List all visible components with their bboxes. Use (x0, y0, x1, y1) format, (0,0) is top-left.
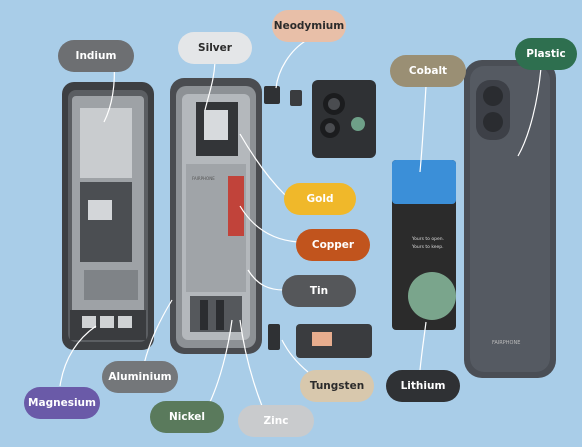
display-chassis (62, 82, 154, 350)
line-zinc (239, 319, 263, 407)
battery (392, 160, 456, 330)
label-cobalt: Cobalt (390, 55, 466, 87)
label-copper: Copper (296, 229, 370, 261)
bottom-module (268, 324, 372, 358)
line-tin (247, 269, 285, 291)
line-magnesium (59, 325, 97, 387)
label-tungsten: Tungsten (300, 370, 374, 402)
back-brand-text: FAIRPHONE (492, 340, 520, 346)
housing-brand-text: FAIRPHONE (192, 176, 215, 181)
line-aluminium (143, 299, 173, 365)
line-copper (239, 205, 299, 243)
label-gold: Gold (284, 183, 356, 215)
line-lithium (419, 321, 427, 371)
line-neodymium (275, 39, 308, 89)
leader-lines (59, 39, 542, 407)
line-silver (204, 61, 216, 111)
line-tungsten (281, 339, 309, 373)
label-neodymium: Neodymium (272, 10, 346, 42)
label-aluminium: Aluminium (102, 361, 178, 393)
label-lithium: Lithium (386, 370, 460, 402)
battery-text-top: Yours to open. (411, 236, 444, 242)
line-plastic (517, 67, 542, 157)
label-tin: Tin (282, 275, 356, 307)
label-nickel: Nickel (150, 401, 224, 433)
label-plastic: Plastic (515, 38, 577, 70)
camera-module (264, 80, 376, 158)
label-silver: Silver (178, 32, 252, 64)
label-magnesium: Magnesium (24, 387, 100, 419)
line-nickel (209, 319, 233, 403)
label-indium: Indium (58, 40, 134, 72)
line-cobalt (419, 85, 427, 173)
back-cover (464, 60, 556, 378)
label-zinc: Zinc (238, 405, 314, 437)
main-housing (170, 78, 262, 354)
battery-text-bottom: Yours to keep. (411, 244, 444, 250)
line-gold (239, 133, 287, 197)
